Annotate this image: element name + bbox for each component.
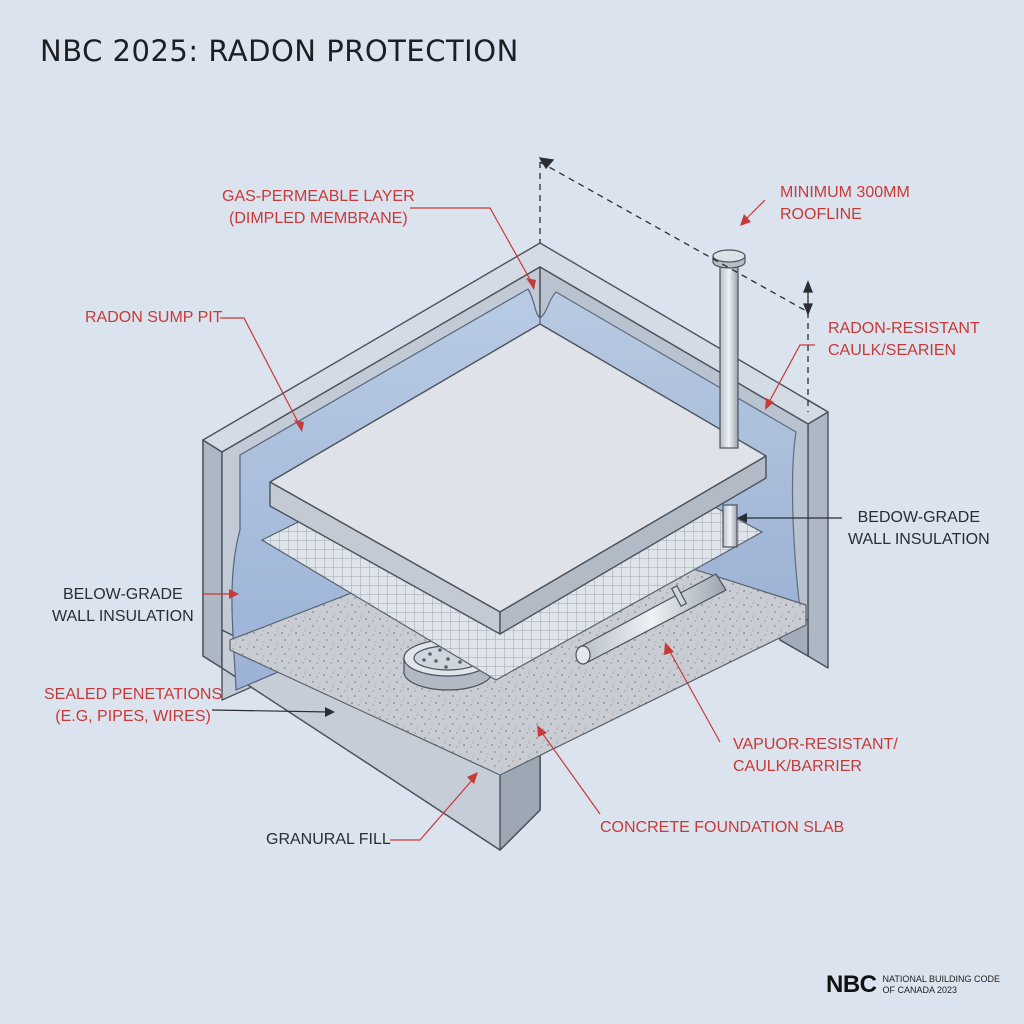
label-gas-permeable-layer: GAS-PERMEABLE LAYER(DIMPLED MEMBRANE) <box>222 188 415 227</box>
logo-mark: NBC <box>826 971 877 998</box>
label-sealed-penetrations: SEALED PENETATIONS(E.G, PIPES, WIRES) <box>44 686 223 725</box>
label-vapour-resistant: VAPUOR-RESISTANT/CAULK/BARRIER <box>733 736 898 775</box>
concrete-slab <box>269 323 767 635</box>
label-radon-sump-pit: RADON SUMP PIT <box>85 309 223 326</box>
vent-stack <box>712 249 746 548</box>
roofline-dimension <box>538 157 813 412</box>
label-concrete-foundation-slab: CONCRETE FOUNDATION SLAB <box>600 819 845 836</box>
label-granular-fill: GRANURAL FILL <box>266 831 391 848</box>
leader-lines <box>202 199 842 841</box>
sub-slab-pipe <box>575 573 727 665</box>
page-title: NBC 2025: RADON PROTECTION <box>40 34 519 68</box>
